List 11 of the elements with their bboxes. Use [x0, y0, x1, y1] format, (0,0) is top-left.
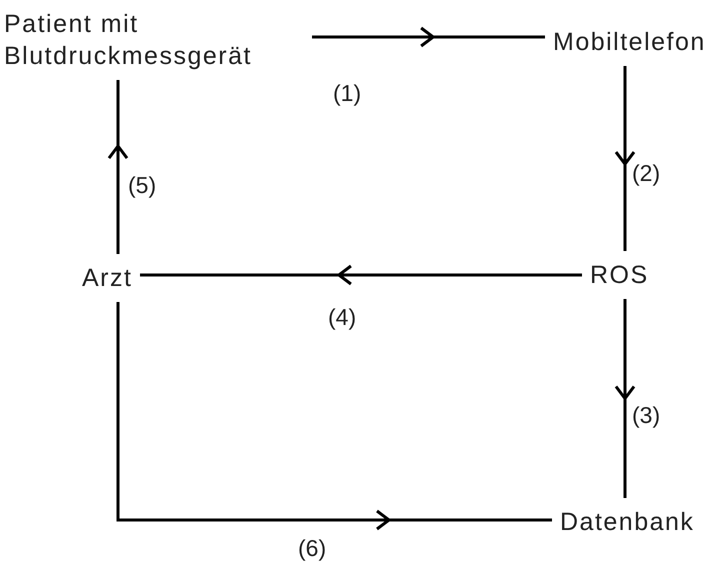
- node-label: Arzt: [82, 262, 132, 294]
- edge-label: (3): [632, 402, 660, 428]
- node-label: ROS: [590, 259, 649, 291]
- edge-label: (6): [298, 535, 326, 561]
- node-label: Datenbank: [560, 506, 694, 538]
- edge-label: (4): [328, 304, 356, 330]
- node-label: Mobiltelefon: [553, 26, 706, 58]
- edge-label: (2): [632, 160, 660, 186]
- node-label: Patient mit Blutdruckmessgerät: [4, 8, 304, 72]
- edge-label: (1): [333, 80, 362, 106]
- edge-label: (5): [128, 172, 156, 198]
